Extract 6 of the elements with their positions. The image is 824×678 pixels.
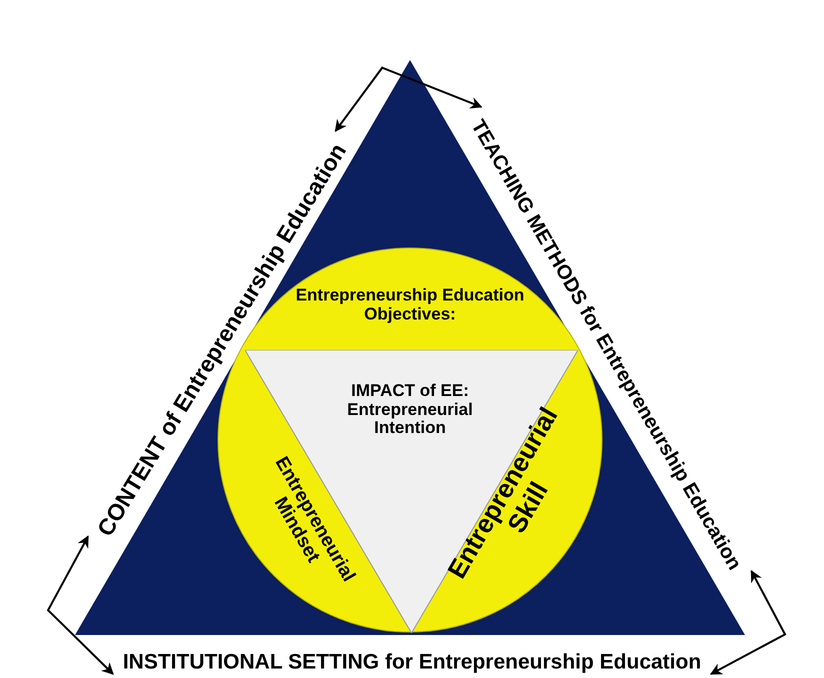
arrow (710, 570, 786, 675)
arrow (334, 66, 482, 132)
side-label: INSTITUTIONAL SETTING for Entrepreneurship Education (122, 650, 702, 674)
heading-text: Entrepreneurship Education Objectives: (294, 286, 526, 324)
arrow (46, 535, 114, 675)
outer-triangle (75, 60, 745, 635)
